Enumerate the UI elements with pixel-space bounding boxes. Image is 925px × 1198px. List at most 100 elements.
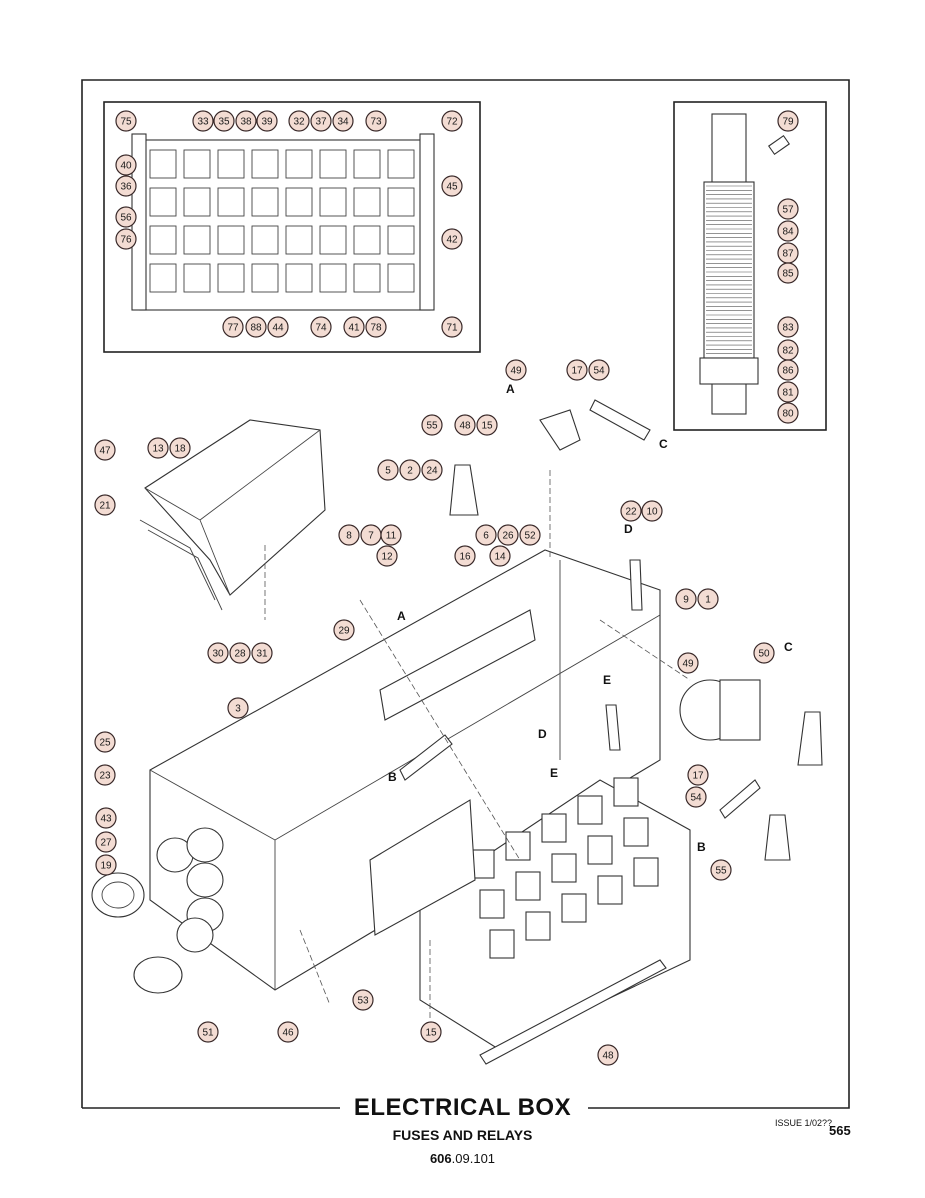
main-callout-43-33: 43 (95, 807, 117, 829)
cover-panel (144, 419, 326, 596)
fuse-callout-34: 34 (332, 110, 354, 132)
fuse-callout-45-label: 45 (446, 182, 458, 193)
dir-letter-b-left: B (388, 770, 397, 784)
diagram-code-rest: .09.101 (451, 1151, 496, 1166)
dir-letter-c-right: C (784, 640, 793, 654)
fuse-callout-35-label: 35 (218, 117, 230, 128)
main-callout-15-45: 15 (420, 1021, 442, 1043)
main-callout-26-19: 26 (497, 524, 519, 546)
main-callout-7-14: 7 (360, 524, 382, 546)
direction-letters: A C D A C E D B E B (388, 382, 793, 854)
main-callout-27-34: 27 (95, 831, 117, 853)
boot-49-bottom (764, 814, 791, 861)
cable-e (605, 704, 621, 751)
main-callout-2-7-label: 2 (407, 466, 413, 477)
diagram-title: ELECTRICAL BOX (353, 1094, 572, 1121)
main-callout-10-23-label: 10 (646, 507, 658, 518)
cable-b-lower (719, 779, 761, 819)
rail-callout-86-label: 86 (782, 366, 794, 377)
fuse-callout-38: 38 (235, 110, 257, 132)
dir-letter-b-right: B (697, 840, 706, 854)
main-callout-26-19-label: 26 (502, 531, 514, 542)
fuse-callout-37-label: 37 (315, 117, 327, 128)
fuse-callout-56-label: 56 (120, 213, 132, 224)
main-callout-31-29-label: 31 (256, 649, 268, 660)
main-callout-6-18-label: 6 (483, 531, 489, 542)
fuse-callout-33-label: 33 (197, 117, 209, 128)
main-callout-7-14-label: 7 (368, 531, 374, 542)
main-callout-16-17-label: 16 (459, 552, 471, 563)
main-callout-54-42: 54 (685, 786, 707, 808)
main-callout-13-10-label: 13 (152, 444, 164, 455)
fuse-bank-upper (379, 609, 536, 721)
boot-49-right (797, 711, 823, 766)
fuse-callout-38-label: 38 (240, 117, 252, 128)
main-callout-50-39: 50 (753, 642, 775, 664)
main-callout-11-15: 11 (380, 524, 402, 546)
main-callout-53-37: 53 (352, 989, 374, 1011)
rail-callout-80: 80 (777, 402, 799, 424)
main-callout-8-13-label: 8 (346, 531, 352, 542)
rail-callout-87-label: 87 (782, 249, 794, 260)
fuse-callout-74-label: 74 (315, 323, 327, 334)
main-callout-54-42-label: 54 (690, 793, 702, 804)
fuse-callout-72-label: 72 (446, 117, 458, 128)
fuse-callout-71: 71 (441, 316, 463, 338)
main-callout-11-15-label: 11 (386, 531, 397, 542)
rail-callout-57-label: 57 (782, 205, 794, 216)
main-callout-9-24: 9 (675, 588, 697, 610)
fuse-callout-77: 77 (222, 316, 244, 338)
fuse-callout-71-label: 71 (446, 323, 458, 334)
rail-callout-85: 85 (777, 262, 799, 284)
fuse-callout-76: 76 (115, 228, 137, 250)
main-callout-8-13: 8 (338, 524, 360, 546)
cable-d (629, 559, 643, 611)
fuse-callout-88: 88 (245, 316, 267, 338)
main-callout-14-21-label: 14 (494, 552, 506, 563)
rail-callout-81-label: 81 (782, 388, 794, 399)
mounting-rail-46 (479, 959, 667, 1065)
main-callout-21-12-label: 21 (99, 501, 111, 512)
fuse-callout-36-label: 36 (120, 182, 132, 193)
main-callout-54-2-label: 54 (593, 366, 605, 377)
rail-callout-86: 86 (777, 359, 799, 381)
rail-callout-79-label: 79 (782, 117, 794, 128)
dir-letter-d-mid: D (538, 727, 547, 741)
main-callout-2-7: 2 (399, 459, 421, 481)
fuse-callout-76-label: 76 (120, 235, 132, 246)
rail-callout-80-label: 80 (782, 409, 794, 420)
fuse-callout-88-label: 88 (250, 323, 262, 334)
fuse-callout-39: 39 (256, 110, 278, 132)
main-callout-29-26: 29 (333, 619, 355, 641)
rail-callout-82-label: 82 (782, 346, 794, 357)
fuse-callout-77-label: 77 (227, 323, 239, 334)
main-callout-21-12: 21 (94, 494, 116, 516)
cable-top (589, 399, 651, 441)
main-callout-55-43-label: 55 (715, 866, 727, 877)
main-callout-13-10: 13 (147, 437, 169, 459)
fuse-callout-32-label: 32 (293, 117, 305, 128)
main-callout-1-25: 1 (697, 588, 719, 610)
left-connector-group (91, 827, 224, 994)
fuse-callout-72: 72 (441, 110, 463, 132)
fuse-callout-33: 33 (192, 110, 214, 132)
main-callout-17-41-label: 17 (692, 771, 704, 782)
fuse-callout-42: 42 (441, 228, 463, 250)
main-callout-3-30: 3 (227, 697, 249, 719)
rail-callout-57: 57 (777, 198, 799, 220)
dir-letter-a-top: A (506, 382, 515, 396)
fuse-callout-35: 35 (213, 110, 235, 132)
dir-letter-e-mid: E (550, 766, 558, 780)
main-callout-48-4-label: 48 (459, 421, 471, 432)
main-callout-25-31-label: 25 (99, 738, 111, 749)
main-callout-5-6: 5 (377, 459, 399, 481)
main-callout-17-1-label: 17 (571, 366, 583, 377)
rail-callout-85-label: 85 (782, 269, 794, 280)
main-callout-27-34-label: 27 (100, 838, 112, 849)
main-callout-10-23: 10 (641, 500, 663, 522)
rail-callout-84: 84 (777, 220, 799, 242)
main-callout-47-9-label: 47 (99, 446, 111, 457)
main-callout-24-8: 24 (421, 459, 443, 481)
